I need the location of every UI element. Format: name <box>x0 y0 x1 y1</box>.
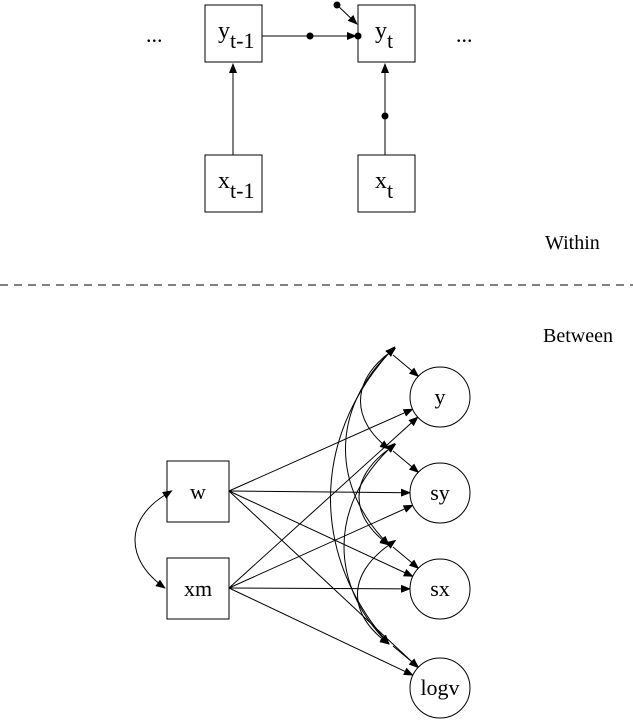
residual-arrow-logv <box>393 646 418 667</box>
node-x-t-minus-1: xt-1 <box>205 155 262 212</box>
residual-covariance-y-sy <box>361 353 390 449</box>
residual-arrow-y <box>393 355 418 376</box>
node-y: y <box>410 367 470 427</box>
covariance-w-xm <box>135 495 165 588</box>
random-slope-dot <box>355 33 362 40</box>
ellipsis-left: ... <box>146 22 163 47</box>
svg-text:sy: sy <box>430 480 450 505</box>
regression-path-w-y <box>229 409 413 491</box>
random-slope-dot <box>382 113 389 120</box>
residual-covariance-sy-sx <box>359 449 389 545</box>
random-slope-dot <box>307 33 314 40</box>
residual-variance-arrow <box>337 5 357 24</box>
residual-arrow-sy <box>393 451 418 472</box>
node-y-t: yt <box>358 5 415 62</box>
regression-path-w-sy <box>229 491 410 493</box>
regression-path-xm-y <box>229 417 418 588</box>
node-x-t: xt <box>358 155 415 212</box>
node-xm: xm <box>167 558 229 619</box>
regression-path-xm-logv <box>229 588 413 675</box>
node-logv: logv <box>410 658 470 718</box>
residual-covariance-y-logv <box>331 353 390 644</box>
svg-text:y: y <box>435 384 446 409</box>
residual-covariance-sx-logv <box>358 545 390 644</box>
svg-text:w: w <box>190 479 206 504</box>
residual-arrow-sx <box>393 547 418 568</box>
random-variance-dot <box>334 2 341 9</box>
node-sx: sx <box>410 559 470 619</box>
node-sy: sy <box>410 463 470 523</box>
svg-text:sx: sx <box>430 576 450 601</box>
regression-path-w-logv <box>229 491 418 668</box>
regression-path-xm-sy <box>229 505 413 588</box>
between-label: Between <box>543 325 613 347</box>
node-w: w <box>167 461 229 522</box>
between-edges <box>229 353 418 675</box>
ellipsis-right: ... <box>456 22 473 47</box>
regression-path-xm-sx <box>229 588 410 589</box>
within-label: Within <box>545 232 600 254</box>
svg-text:logv: logv <box>420 675 459 700</box>
svg-text:xm: xm <box>184 576 212 601</box>
node-y-t-minus-1: yt-1 <box>205 5 262 62</box>
